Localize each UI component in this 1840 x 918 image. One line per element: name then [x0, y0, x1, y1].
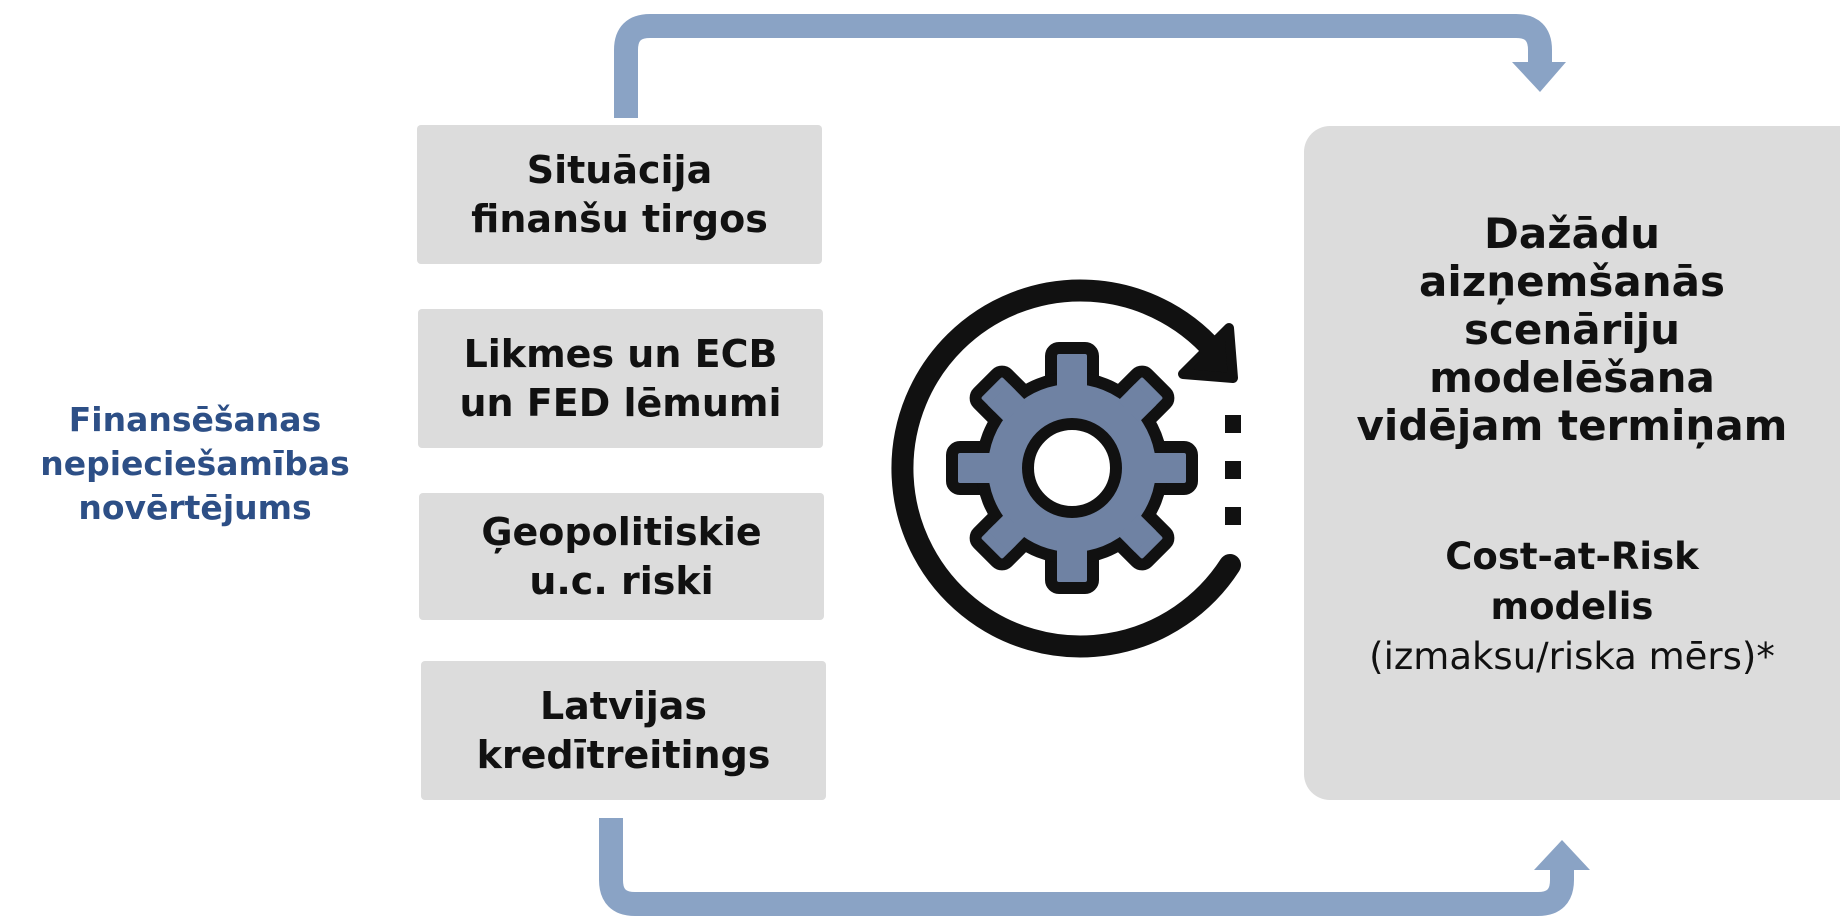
factor-label: u.c. riski [529, 558, 714, 603]
assessment-title-line: Finansēšanas [68, 400, 322, 439]
model-note: (izmaksu/riska mērs)* [1369, 635, 1775, 678]
factor-box-credit-rating: Latvijas kredītreitings [421, 661, 826, 800]
outcome-box: Dažādu aizņemšanās scenāriju modelēšana … [1304, 126, 1840, 800]
model-line: Cost-at-Risk [1445, 535, 1699, 578]
factor-box-rates-decisions: Likmes un ECB un FED lēmumi [418, 309, 823, 448]
cycle-dash-icon [1225, 415, 1241, 433]
factor-box-financial-markets: Situācija finanšu tirgos [417, 125, 822, 264]
assessment-title-line: novērtējums [78, 488, 312, 527]
factor-box-geopolitical-risks: Ģeopolitiskie u.c. riski [419, 493, 824, 620]
factor-label: un FED lēmumi [459, 380, 782, 425]
outcome-line: aizņemšanās [1419, 257, 1725, 306]
outcome-line: vidējam termiņam [1356, 401, 1788, 450]
cycle-dash-icon [1225, 461, 1241, 479]
bottom-arrowhead [1534, 840, 1590, 870]
factor-label: Situācija [526, 147, 713, 192]
outcome-line: Dažādu [1484, 209, 1660, 258]
scenario-modeling-text: Dažādu aizņemšanās scenāriju modelēšana … [1304, 210, 1840, 450]
factor-label: Likmes un ECB [463, 331, 778, 376]
top-arrowhead [1512, 62, 1566, 92]
factor-label: kredītreitings [476, 732, 771, 777]
assessment-title-line: nepieciešamības [40, 444, 350, 483]
bottom-flow-arrow [599, 818, 1574, 916]
cycle-dash-icon [1225, 507, 1241, 525]
assessment-title: Finansēšanas nepieciešamības novērtējums [8, 398, 382, 530]
gear-cycle-icon [891, 279, 1241, 658]
factor-label: finanšu tirgos [471, 196, 768, 241]
cycle-arc-icon [891, 279, 1241, 658]
cost-at-risk-model-text: Cost-at-Risk modelis [1304, 532, 1840, 632]
outcome-line: scenāriju [1463, 305, 1681, 354]
top-flow-arrow [614, 14, 1552, 118]
gear-icon [946, 342, 1198, 594]
outcome-line: modelēšana [1429, 353, 1715, 402]
factor-label: Latvijas [539, 683, 708, 728]
gear-hole-icon [1022, 418, 1122, 518]
cycle-arrowhead-icon [1178, 323, 1238, 383]
model-line: modelis [1490, 585, 1654, 628]
factor-label: Ģeopolitiskie [481, 509, 762, 554]
